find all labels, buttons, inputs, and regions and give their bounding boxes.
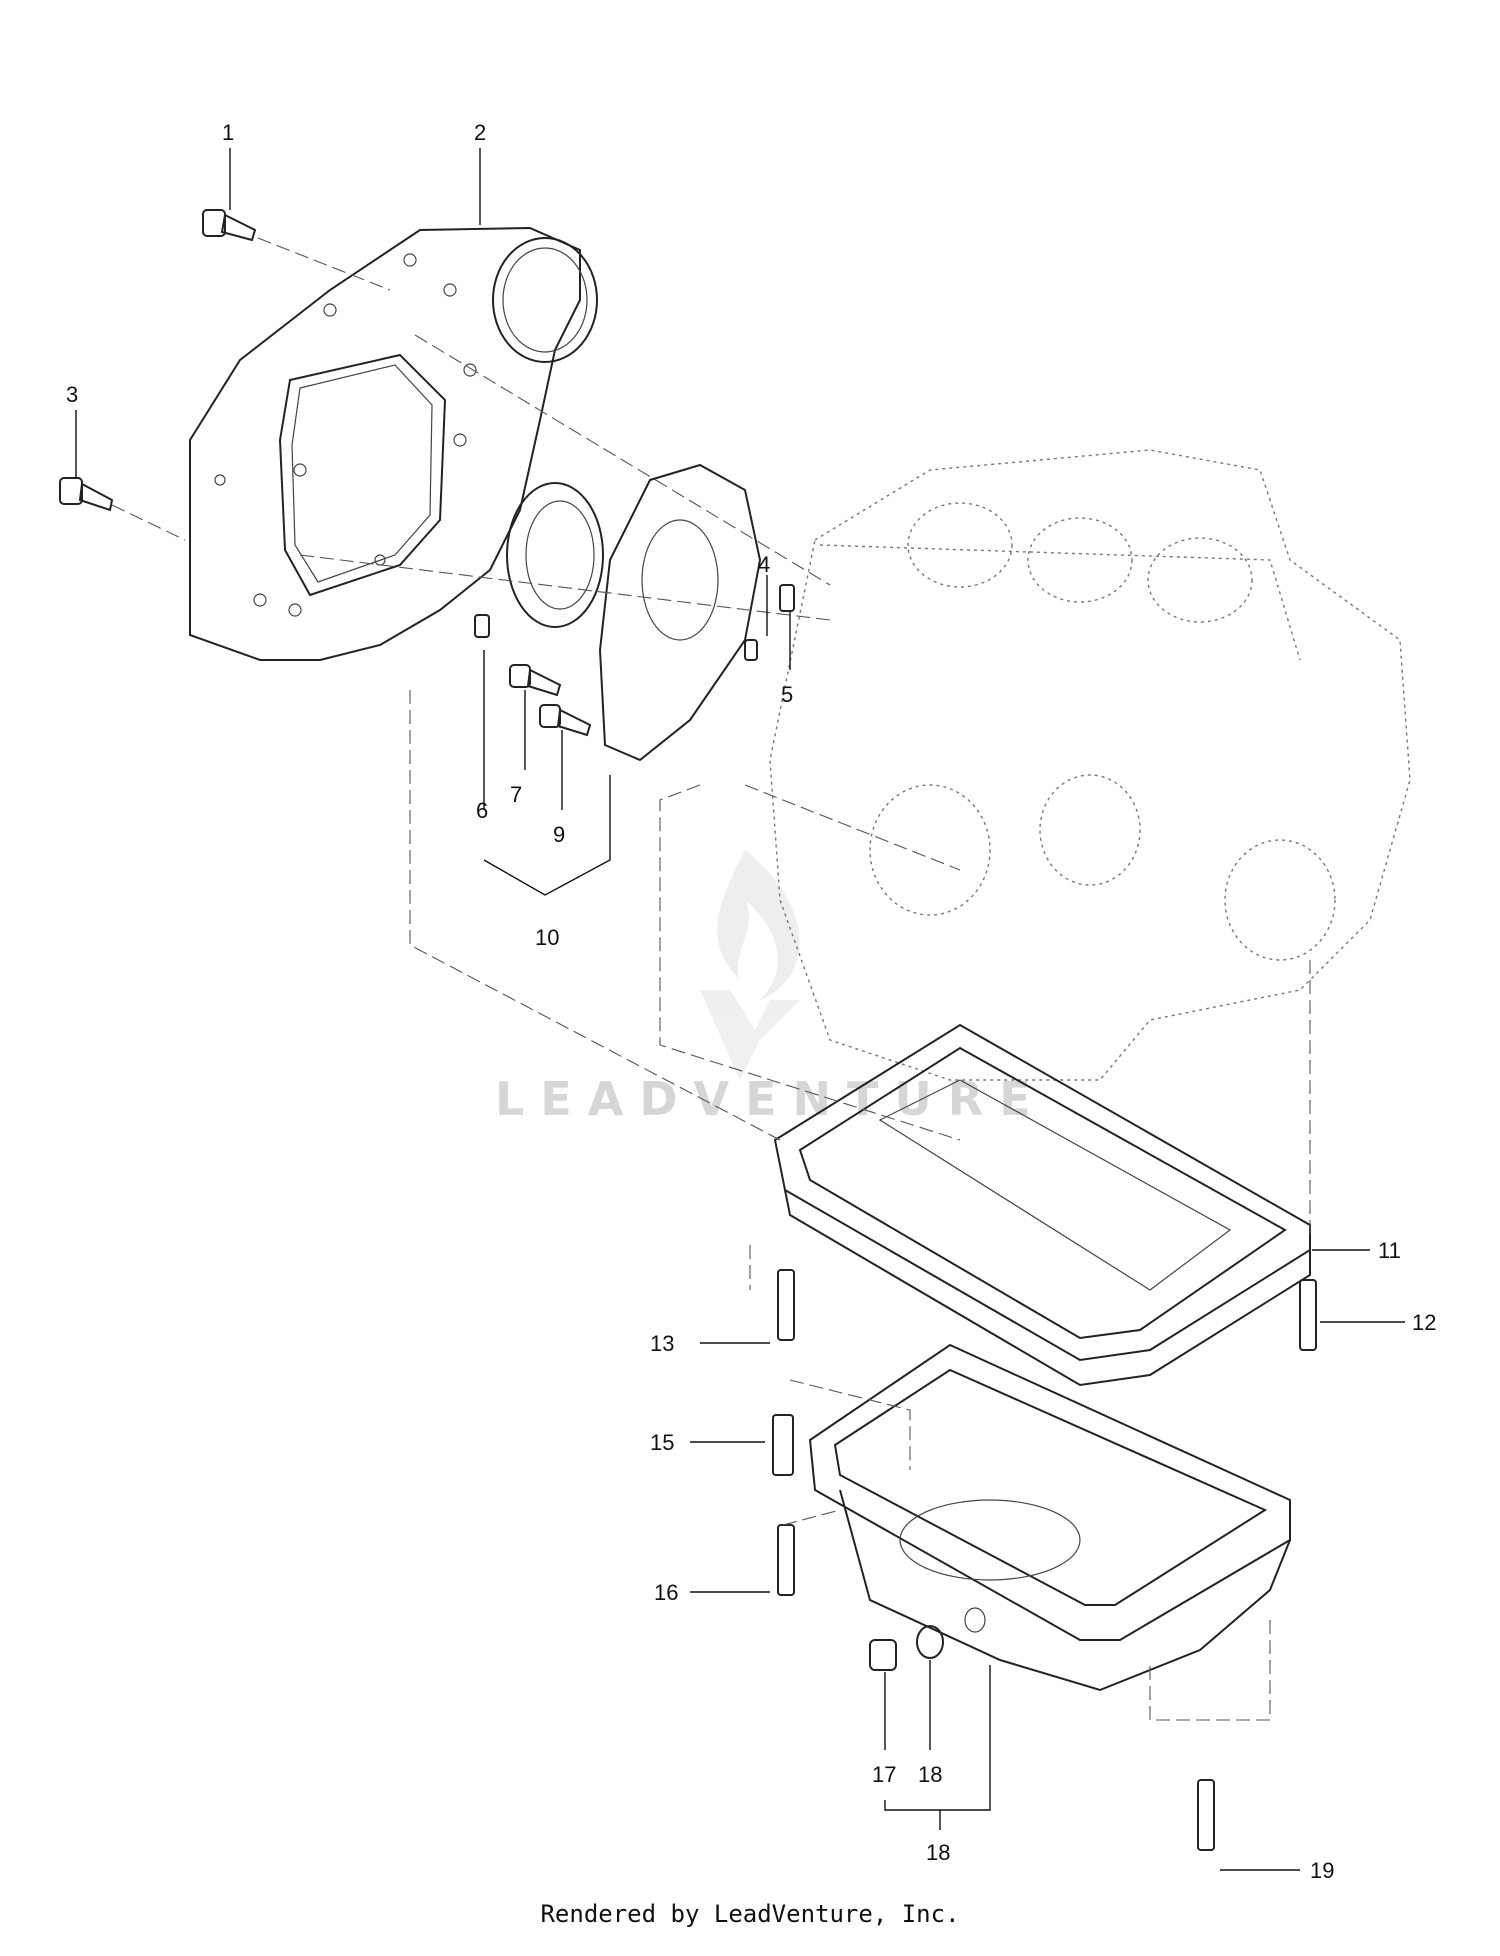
alignment-lines (111, 237, 1311, 1721)
rear-plate (189, 226, 598, 661)
bolt-5 (539, 704, 592, 737)
bolt-10 (509, 664, 562, 697)
callout-17: 12 (1412, 1310, 1436, 1335)
callout-13: 17 (872, 1762, 896, 1787)
drain-washer (916, 1625, 944, 1659)
callout-2: 2 (474, 120, 486, 145)
dowel-pins (474, 584, 795, 661)
crankcase-frame (773, 1023, 1311, 1387)
callout-15: 18 (918, 1762, 942, 1787)
leader-lines (75, 148, 1405, 1871)
callout-11: 11 (1378, 1238, 1401, 1263)
callout-9: 6 (476, 798, 488, 823)
seal-retainer (598, 463, 762, 762)
engine-block (769, 449, 1411, 1081)
callout-4: 3 (66, 382, 78, 407)
callout-3: 1 (222, 120, 234, 145)
plate-holes (214, 253, 477, 617)
drain-plug (869, 1639, 897, 1671)
callout-1: 5 (781, 682, 793, 707)
callout-6: 4 (758, 552, 770, 577)
flame-logo-icon (700, 850, 800, 1080)
bolt-3 (202, 209, 257, 242)
footer-credit: Rendered by LeadVenture, Inc. (540, 1900, 960, 1928)
callout-12: 18 (926, 1840, 950, 1865)
callouts: 1 2 3 4 5 6 7 9 10 11 12 13 15 16 17 18 … (66, 120, 1436, 1883)
callout-5: 9 (553, 822, 565, 847)
oil-pan (808, 1343, 1291, 1692)
callout-10: 7 (510, 782, 522, 807)
callout-18-upper: 13 (650, 1331, 674, 1356)
oil-seal (506, 482, 604, 628)
watermark-text: LEADVENTURE (495, 1072, 1047, 1126)
callout-18-lower: 16 (654, 1580, 678, 1605)
bolt-4 (59, 477, 114, 512)
callout-16: 15 (650, 1430, 674, 1455)
callout-19: 19 (1310, 1858, 1334, 1883)
callout-7: 10 (535, 925, 559, 950)
pan-bolts (772, 1269, 1317, 1851)
watermark: LEADVENTURE (495, 850, 1047, 1126)
